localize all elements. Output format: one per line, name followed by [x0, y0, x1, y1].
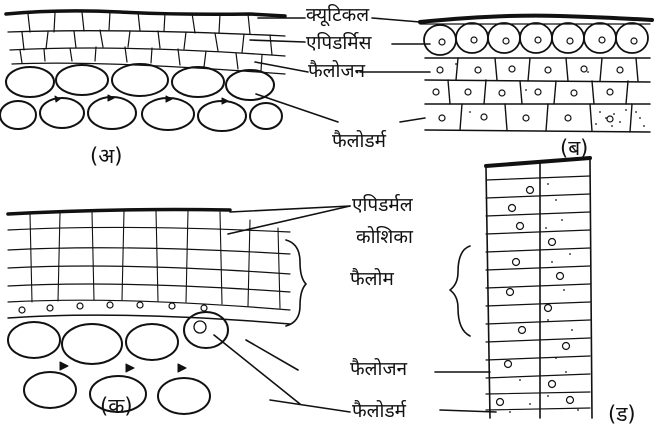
panel-label-a: (अ) — [90, 146, 122, 167]
panel-b-drawing — [420, 16, 652, 132]
label-epidermal-cell-line1: एपिडर्मल — [352, 196, 413, 215]
panel-d-drawing — [486, 158, 592, 418]
panel-c-drawing — [8, 210, 290, 415]
label-phelloderm-top: फैलोडर्म — [332, 132, 386, 151]
panel-label-d: (ड) — [608, 404, 636, 425]
panel-label-c: (क) — [100, 396, 133, 417]
label-phellogen-bottom: फैलोजन — [350, 360, 407, 379]
label-epidermis: एपिडर्मिस — [306, 34, 372, 53]
label-phellem: फैलोम — [350, 270, 394, 289]
label-phelloderm-bottom: फैलोडर्म — [352, 402, 406, 421]
label-epidermal-cell-line2: कोशिका — [356, 228, 413, 247]
panel-a-drawing — [0, 11, 285, 131]
label-phellogen-top: फैलोजन — [308, 62, 365, 81]
label-cuticle: क्यूटिकल — [306, 6, 369, 25]
panel-label-b: (ब) — [560, 138, 588, 159]
